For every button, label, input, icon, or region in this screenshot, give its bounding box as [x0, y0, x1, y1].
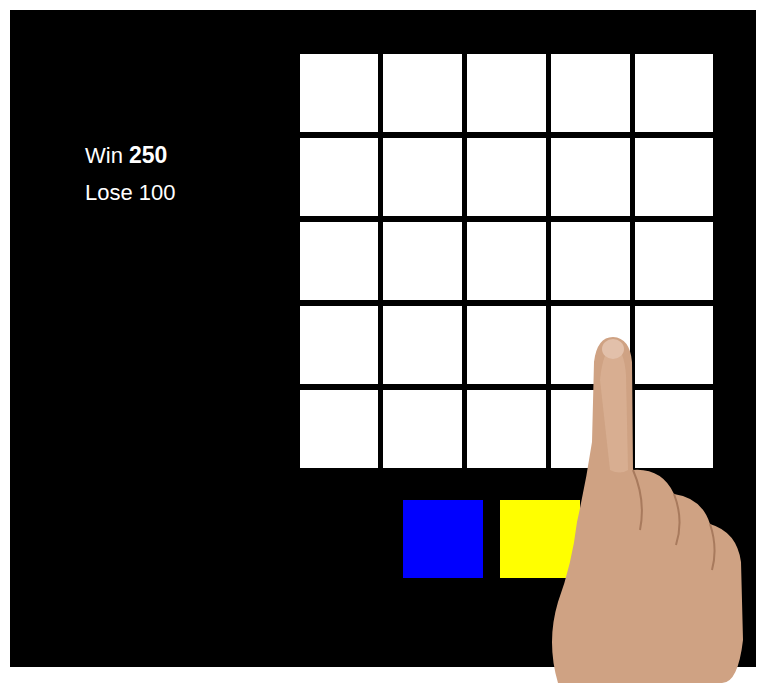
score-label: 250: [129, 142, 167, 168]
score-label: Lose 100: [85, 180, 176, 206]
score-label: Win: [85, 143, 123, 169]
pointing-hand: [552, 337, 743, 683]
grid: [300, 54, 713, 468]
yellow-square: [500, 500, 580, 578]
blue-square: [403, 500, 483, 578]
